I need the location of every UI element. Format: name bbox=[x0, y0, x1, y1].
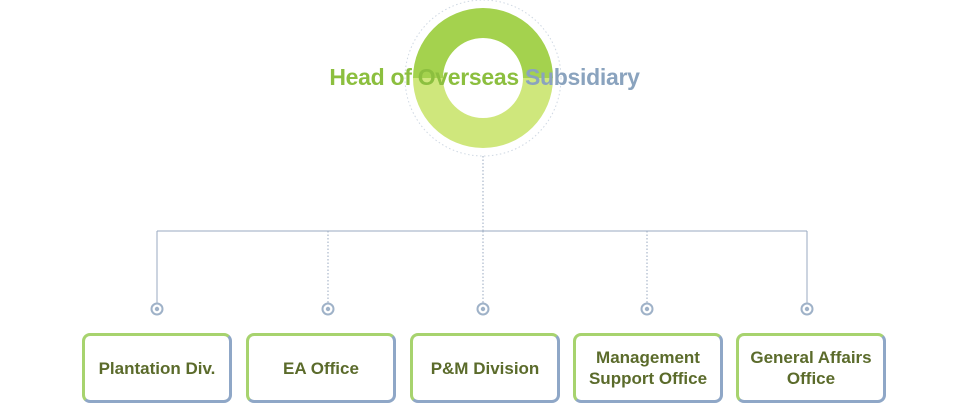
unit-label-plantation: Plantation Div. bbox=[98, 358, 216, 378]
connector-node-dot bbox=[804, 306, 810, 312]
unit-box-management-support[interactable]: Management Support Office bbox=[573, 333, 723, 403]
unit-label-management-support: Management Support Office bbox=[588, 348, 708, 388]
head-ring-top-arc bbox=[413, 8, 553, 78]
connector-node-dot bbox=[644, 306, 650, 312]
head-ring-bottom-arc bbox=[413, 78, 553, 148]
unit-box-general-affairs[interactable]: General Affairs Office bbox=[736, 333, 886, 403]
unit-box-ea-office[interactable]: EA Office bbox=[246, 333, 396, 403]
head-title-part1: Head of Overseas bbox=[329, 64, 519, 90]
connector-node-dot bbox=[480, 306, 486, 312]
connector-node-dot bbox=[154, 306, 160, 312]
unit-box-plantation[interactable]: Plantation Div. bbox=[82, 333, 232, 403]
head-title-part2: Subsidiary bbox=[525, 64, 640, 90]
unit-label-ea-office: EA Office bbox=[283, 358, 359, 378]
head-title: Head of Overseas Subsidiary bbox=[0, 64, 969, 91]
connector-node-dot bbox=[325, 306, 331, 312]
unit-label-pm-division: P&M Division bbox=[430, 358, 540, 378]
unit-label-general-affairs: General Affairs Office bbox=[750, 348, 872, 388]
unit-box-pm-division[interactable]: P&M Division bbox=[410, 333, 560, 403]
head-circle-dotted-border bbox=[404, 0, 562, 157]
